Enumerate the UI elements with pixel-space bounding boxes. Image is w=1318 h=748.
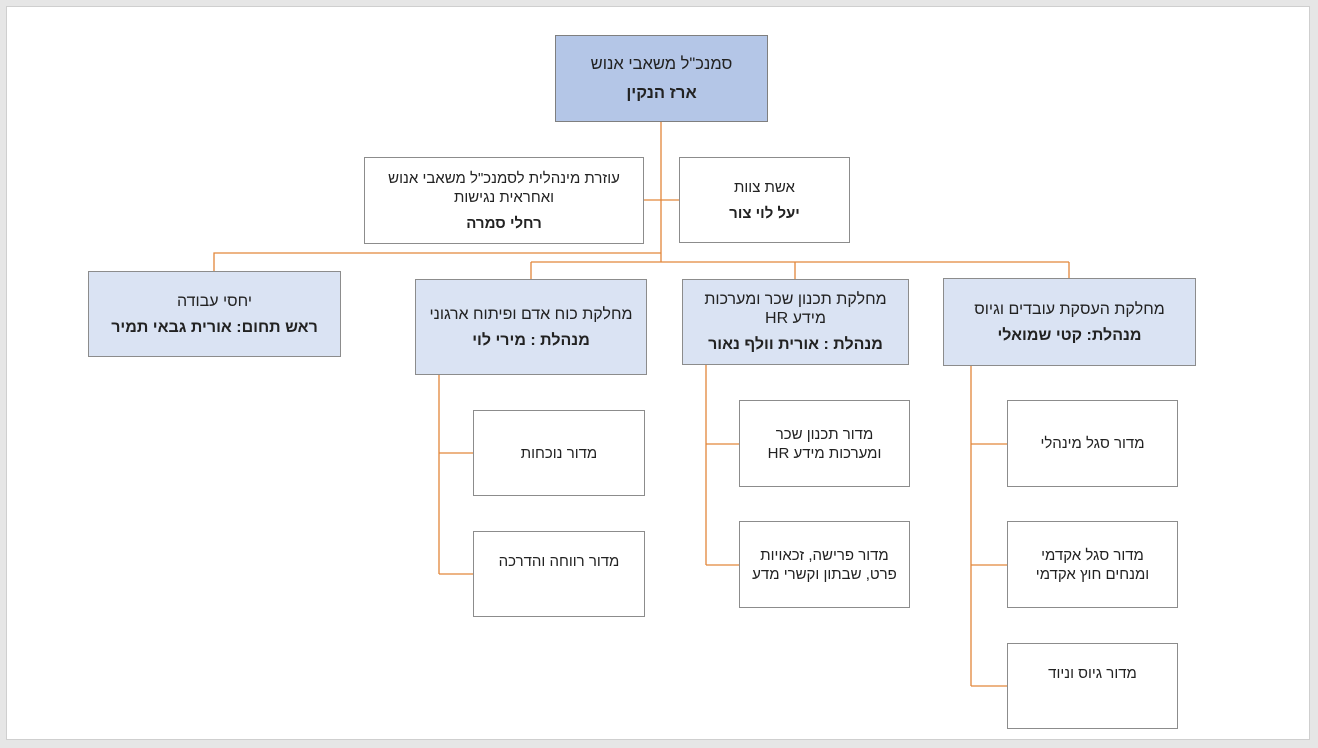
staff-officer-name: יעל לוי צור (729, 204, 800, 222)
unit-academic-staff-label: מדור סגל אקדמי ומנחים חוץ אקדמי (1035, 547, 1150, 583)
unit-retirement-label: מדור פרישה, זכאויות פרט, שבתון וקשרי מדע (752, 547, 897, 583)
slide-canvas (6, 6, 1310, 740)
unit-academic-staff[interactable]: מדור סגל אקדמי ומנחים חוץ אקדמי (1007, 521, 1178, 608)
dept-hr-development-title: מחלקת כוח אדם ופיתוח ארגוני (429, 305, 633, 323)
ceo-title: סמנכ"ל משאבי אנוש (590, 54, 733, 73)
unit-recruitment-label: מדור גיוס וניוד (1048, 665, 1137, 682)
dept-compensation-head: מנהלת : אורית וולף נאור (708, 336, 883, 353)
unit-attendance[interactable]: מדור נוכחות (473, 410, 645, 496)
staff-officer-title: אשת צוות (734, 178, 795, 196)
unit-attendance-label: מדור נוכחות (520, 444, 598, 462)
staff-officer-box[interactable]: אשת צוות יעל לוי צור (679, 157, 850, 243)
assistant-name: רחלי סמרה (466, 214, 542, 232)
unit-recruitment[interactable]: מדור גיוס וניוד (1007, 643, 1178, 729)
ceo-name: ארז הנקין (626, 83, 697, 102)
dept-compensation-title: מחלקת תכנון שכר ומערכות מידע HR (704, 291, 887, 327)
dept-employment-title: מחלקת העסקת עובדים וגיוס (974, 300, 1165, 318)
assistant-box[interactable]: עוזרת מינהלית לסמנכ"ל משאבי אנוש ואחראית… (364, 157, 644, 244)
ceo-box[interactable]: סמנכ"ל משאבי אנוש ארז הנקין (555, 35, 768, 122)
unit-welfare-label: מדור רווחה והדרכה (498, 553, 620, 570)
unit-retirement[interactable]: מדור פרישה, זכאויות פרט, שבתון וקשרי מדע (739, 521, 910, 608)
unit-welfare[interactable]: מדור רווחה והדרכה (473, 531, 645, 617)
dept-labor-relations-title: יחסי עבודה (176, 292, 253, 310)
dept-labor-relations[interactable]: יחסי עבודה ראש תחום: אורית גבאי תמיר (88, 271, 341, 357)
unit-admin-staff-label: מדור סגל מינהלי (1040, 435, 1145, 452)
unit-admin-staff[interactable]: מדור סגל מינהלי (1007, 400, 1178, 487)
dept-hr-development-head: מנהלת : מירי לוי (472, 331, 590, 349)
dept-employment-head: מנהלת: קטי שמואלי (997, 326, 1142, 344)
dept-hr-development[interactable]: מחלקת כוח אדם ופיתוח ארגוני מנהלת : מירי… (415, 279, 647, 375)
unit-payroll-systems-label: מדור תכנון שכר ומערכות מידע HR (767, 426, 882, 462)
assistant-title: עוזרת מינהלית לסמנכ"ל משאבי אנוש ואחראית… (388, 169, 620, 206)
unit-payroll-systems[interactable]: מדור תכנון שכר ומערכות מידע HR (739, 400, 910, 487)
dept-employment[interactable]: מחלקת העסקת עובדים וגיוס מנהלת: קטי שמוא… (943, 278, 1196, 366)
dept-labor-relations-head: ראש תחום: אורית גבאי תמיר (111, 318, 318, 336)
dept-compensation[interactable]: מחלקת תכנון שכר ומערכות מידע HR מנהלת : … (682, 279, 909, 365)
